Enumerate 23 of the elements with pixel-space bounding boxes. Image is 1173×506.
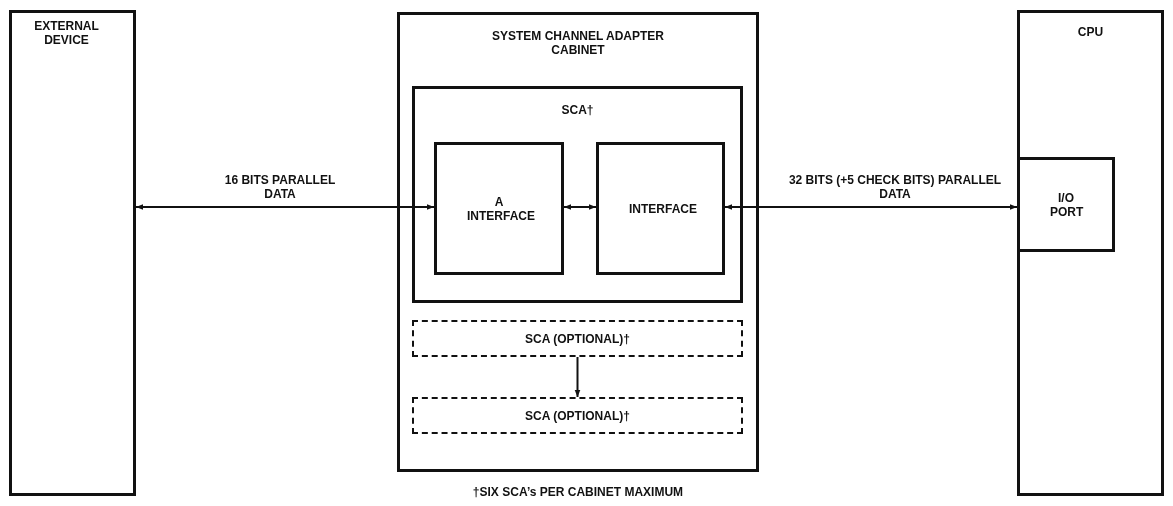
interface-box xyxy=(596,142,725,275)
box-title: EXTERNAL DEVICE xyxy=(33,19,100,47)
optional-adapter-box xyxy=(412,397,743,434)
box-title: SCA (OPTIONAL)† xyxy=(524,331,631,346)
footnote: †SIX SCA’s PER CABINET MAXIMUM xyxy=(471,485,685,499)
adapter-box xyxy=(412,86,743,303)
cabinet-box xyxy=(397,12,759,472)
box-title: I/O PORT xyxy=(1049,190,1085,219)
arrow xyxy=(724,204,1018,210)
optional-adapter-box xyxy=(412,320,743,357)
cpu-box xyxy=(1017,10,1164,496)
device-box xyxy=(9,10,136,496)
arrow xyxy=(135,204,435,210)
box-title: CPU xyxy=(1076,25,1105,39)
box-title: SCA† xyxy=(560,103,595,117)
box-title: SYSTEM CHANNEL ADAPTER CABINET xyxy=(491,29,665,57)
interface-box xyxy=(434,142,564,275)
box-title: SCA (OPTIONAL)† xyxy=(524,408,631,423)
arrow xyxy=(574,356,581,398)
box-title: A INTERFACE xyxy=(466,194,536,223)
box-title: INTERFACE xyxy=(628,201,698,216)
port-box xyxy=(1017,157,1115,252)
arrow xyxy=(563,204,597,210)
